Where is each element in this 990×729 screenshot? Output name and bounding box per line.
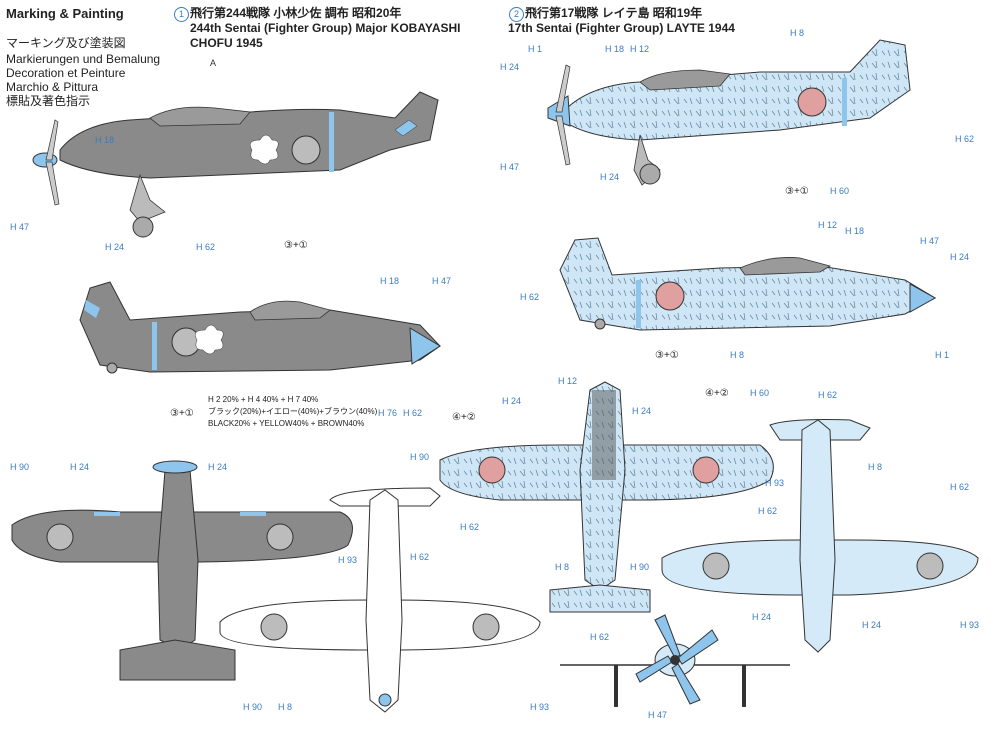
label-h47-b: H 47 bbox=[432, 276, 452, 286]
label-h12: H 12 bbox=[630, 44, 650, 54]
label-h93-d: H 93 bbox=[960, 620, 980, 630]
label-h24-d: H 24 bbox=[950, 252, 970, 262]
label-h90-c: H 90 bbox=[410, 452, 430, 462]
scheme2-line2: 17th Sentai (Fighter Group) LAYTE 1944 bbox=[508, 21, 735, 35]
label-a-1: A bbox=[210, 58, 217, 68]
paint-mix-line2: ブラック(20%)+イエロー(40%)+ブラウン(40%) bbox=[208, 407, 378, 416]
label-h62-h: H 62 bbox=[590, 632, 610, 642]
label-h60-b: H 60 bbox=[750, 388, 770, 398]
label-h62: H 62 bbox=[196, 242, 216, 252]
scheme2-top-view bbox=[439, 381, 774, 613]
label-h76: H 76 bbox=[378, 408, 398, 418]
label-h24-h: H 24 bbox=[632, 406, 652, 416]
label-h93-c: H 93 bbox=[765, 478, 785, 488]
label-h24-g: H 24 bbox=[502, 396, 522, 406]
scheme2-front-view bbox=[560, 614, 790, 707]
label-h93: H 93 bbox=[338, 555, 358, 565]
label-h90-d: H 90 bbox=[630, 562, 650, 572]
page-title: Marking & Painting bbox=[6, 6, 124, 21]
scheme1-top-view bbox=[11, 460, 353, 681]
label-h8-d: H 8 bbox=[555, 562, 570, 572]
label-h62-i: H 62 bbox=[818, 390, 838, 400]
label-h24-i: H 24 bbox=[752, 612, 772, 622]
scheme2-line1: 飛行第17戦隊 レイテ島 昭和19年 bbox=[525, 6, 703, 20]
label-h93-b: H 93 bbox=[530, 702, 550, 712]
label-h62-e: H 62 bbox=[410, 552, 430, 562]
label-h47-c: H 47 bbox=[500, 162, 520, 172]
lang-jp: マーキング及び塗装図 bbox=[6, 36, 126, 50]
label-h24-b: H 24 bbox=[500, 62, 520, 72]
label-h1: H 1 bbox=[528, 44, 543, 54]
label-h18: H 18 bbox=[95, 135, 115, 145]
label-h18-b: H 18 bbox=[380, 276, 400, 286]
label-h62-d: H 62 bbox=[520, 292, 540, 302]
label-h60: H 60 bbox=[830, 186, 850, 196]
label-h8: H 8 bbox=[790, 28, 805, 38]
lang-fr: Decoration et Peinture bbox=[6, 66, 126, 80]
label-h12-b: H 12 bbox=[818, 220, 838, 230]
label-plus1-c: ③+① bbox=[785, 186, 809, 197]
lang-it: Marchio & Pittura bbox=[6, 80, 99, 94]
lang-de: Markierungen und Bemalung bbox=[6, 52, 161, 66]
label-plus1-a: ③+① bbox=[284, 240, 308, 251]
scheme1-side-right bbox=[79, 281, 441, 374]
label-h8-e: H 8 bbox=[868, 462, 883, 472]
label-h24: H 24 bbox=[105, 242, 125, 252]
label-plus1-b: ③+① bbox=[170, 408, 194, 419]
label-h24-j: H 24 bbox=[862, 620, 882, 630]
scheme2-side-left bbox=[547, 39, 911, 186]
scheme2-under-view bbox=[661, 419, 979, 653]
scheme1-line3: CHOFU 1945 bbox=[190, 36, 263, 50]
label-h62-f: H 62 bbox=[460, 522, 480, 532]
label-plus1-d: ③+① bbox=[655, 350, 679, 361]
label-h24-f: H 24 bbox=[208, 462, 228, 472]
label-h8-b: H 8 bbox=[730, 350, 745, 360]
scheme1-under-view bbox=[219, 487, 541, 713]
paint-mix-line3: BLACK20% + YELLOW40% + BROWN40% bbox=[208, 419, 365, 428]
label-h62-g: H 62 bbox=[758, 506, 778, 516]
scheme1-line1: 飛行第244戦隊 小林少佐 調布 昭和20年 bbox=[190, 6, 402, 20]
scheme1-line2: 244th Sentai (Fighter Group) Major KOBAY… bbox=[190, 21, 461, 35]
label-h47-d: H 47 bbox=[920, 236, 940, 246]
label-h47: H 47 bbox=[10, 222, 30, 232]
label-h90: H 90 bbox=[10, 462, 30, 472]
scheme1-number: 1 bbox=[174, 7, 189, 22]
label-h62-j: H 62 bbox=[950, 482, 970, 492]
scheme2-side-right bbox=[559, 237, 937, 331]
scheme2-number: 2 bbox=[509, 7, 524, 22]
label-plus2-a: ④+② bbox=[452, 412, 476, 423]
label-plus2-b: ④+② bbox=[705, 388, 729, 399]
label-h90-b: H 90 bbox=[243, 702, 263, 712]
label-h62-c: H 62 bbox=[955, 134, 975, 144]
label-h12-c: H 12 bbox=[558, 376, 578, 386]
paint-mix-line1: H 2 20% + H 4 40% + H 7 40% bbox=[208, 395, 319, 404]
label-h18-d: H 18 bbox=[845, 226, 865, 236]
label-h18-c: H 18 bbox=[605, 44, 625, 54]
label-h24-c: H 24 bbox=[600, 172, 620, 182]
lang-cn: 標貼及著色指示 bbox=[6, 94, 91, 108]
label-h8-c: H 8 bbox=[278, 702, 293, 712]
label-h62-b: H 62 bbox=[403, 408, 423, 418]
scheme1-side-left bbox=[32, 91, 439, 238]
label-h1-b: H 1 bbox=[935, 350, 950, 360]
label-h24-e: H 24 bbox=[70, 462, 90, 472]
label-h47-e: H 47 bbox=[648, 710, 668, 720]
